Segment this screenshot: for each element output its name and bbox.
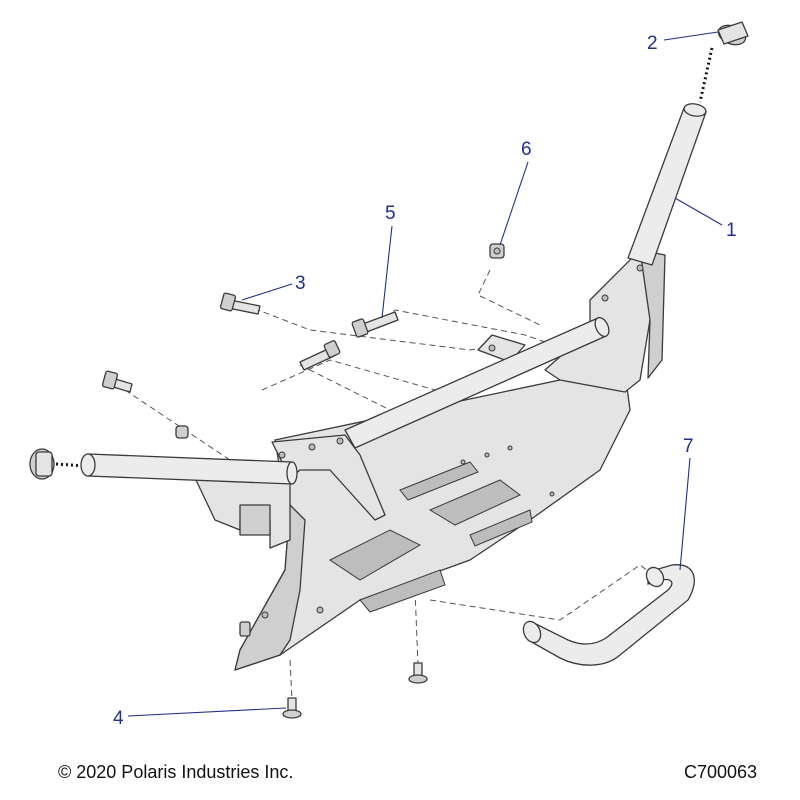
grab-handle (522, 564, 695, 666)
bumper-skid-plate (234, 371, 631, 671)
bolt-center (299, 340, 341, 371)
bolt-upper-left (101, 370, 133, 393)
bolt-bottom-center (408, 662, 428, 684)
callout-4: 4 (113, 708, 124, 729)
main-upright-tube (627, 103, 707, 266)
left-side-bracket (194, 469, 291, 549)
left-horizontal-tube (80, 453, 298, 485)
bolt-5 (351, 311, 399, 338)
callout-3: 3 (295, 273, 306, 294)
figure-id: C700063 (684, 762, 758, 782)
nut-left (175, 425, 189, 439)
callout-7: 7 (683, 436, 694, 457)
callout-6: 6 (521, 139, 532, 160)
bolt-bracket-bottom (239, 621, 251, 637)
copyright-text: © 2020 Polaris Industries Inc. (58, 762, 294, 782)
callout-2: 2 (647, 33, 658, 54)
nut-6 (489, 243, 505, 259)
callout-1: 1 (726, 220, 737, 241)
tube-cap-top (717, 21, 749, 46)
callout-leaders (127, 31, 723, 717)
tube-cap-left (29, 448, 55, 480)
bolt-3 (219, 292, 261, 315)
bolt-4 (282, 697, 302, 719)
callout-5: 5 (385, 203, 396, 224)
cross-tube (344, 316, 610, 449)
cap-top-dotted-line (698, 47, 714, 103)
